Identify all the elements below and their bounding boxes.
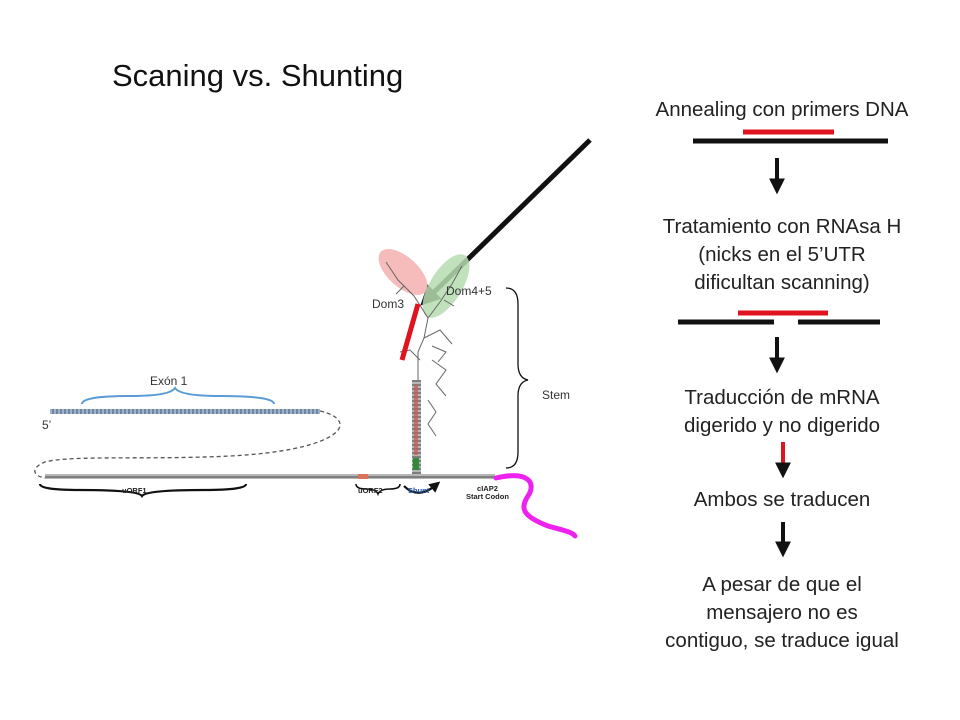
step1-line: Annealing con primers DNA (655, 98, 909, 121)
dom3-region (378, 249, 428, 295)
page-title: Scaning vs. Shunting (112, 58, 404, 93)
shunt-label: Shunt (408, 486, 430, 495)
step2-line1: Tratamiento con RNAsa H (662, 215, 902, 238)
dashed-connector (34, 410, 341, 479)
step4-text: Ambos se traducen (612, 486, 952, 514)
uorf2-label: uORF2 (358, 486, 383, 495)
step1-graphic (693, 129, 888, 144)
ciap2-label-line1: cIAP2 (477, 484, 498, 493)
step3-line2: digerido y no digerido (683, 414, 881, 437)
five-prime-label: 5’ (42, 418, 52, 432)
step2-graphic (678, 310, 880, 325)
primer-mark-stem (399, 303, 421, 361)
step2-line3: dificultan scanning) (694, 271, 870, 294)
uorf1-label: uORF1 (122, 486, 147, 495)
step5-line1: A pesar de que el (702, 573, 862, 596)
exon1-sequence (50, 409, 320, 414)
step2-text: Tratamiento con RNAsa H (nicks en el 5’U… (612, 213, 952, 297)
ciap2-label: cIAP2 Start Codon (466, 485, 509, 501)
dom45-region (422, 254, 470, 318)
uorf2-mark (358, 474, 368, 479)
step2-line2: (nicks en el 5’UTR (698, 243, 866, 266)
exon1-label: Exón 1 (150, 374, 188, 388)
step5-text: A pesar de que el mensajero no es contig… (612, 571, 952, 655)
ciap2-label-line2: Start Codon (466, 492, 509, 501)
stem-label: Stem (542, 388, 571, 402)
step4-line: Ambos se traducen (693, 488, 871, 511)
stem-highlight (414, 385, 418, 455)
dom45-label: Dom4+5 (446, 284, 492, 298)
step5-line3: contiguo, se traduce igual (665, 629, 899, 652)
dom3-label: Dom3 (372, 297, 405, 311)
uorf2-brace (355, 483, 401, 497)
mrna-bottom-sequence (45, 474, 495, 479)
uorf1-brace (38, 483, 248, 498)
mrna-tail (493, 473, 578, 539)
stem-brace (505, 287, 529, 469)
step3-text: Traducción de mRNA digerido y no digerid… (612, 384, 952, 440)
step5-line2: mensajero no es (706, 601, 858, 624)
step3-line1: Traducción de mRNA (684, 386, 880, 409)
stem-green-mark (413, 458, 419, 470)
step1-text: Annealing con primers DNA (612, 96, 952, 124)
shunt-arrow (403, 481, 441, 494)
exon1-brace (81, 386, 275, 405)
secondary-structure (385, 261, 463, 437)
